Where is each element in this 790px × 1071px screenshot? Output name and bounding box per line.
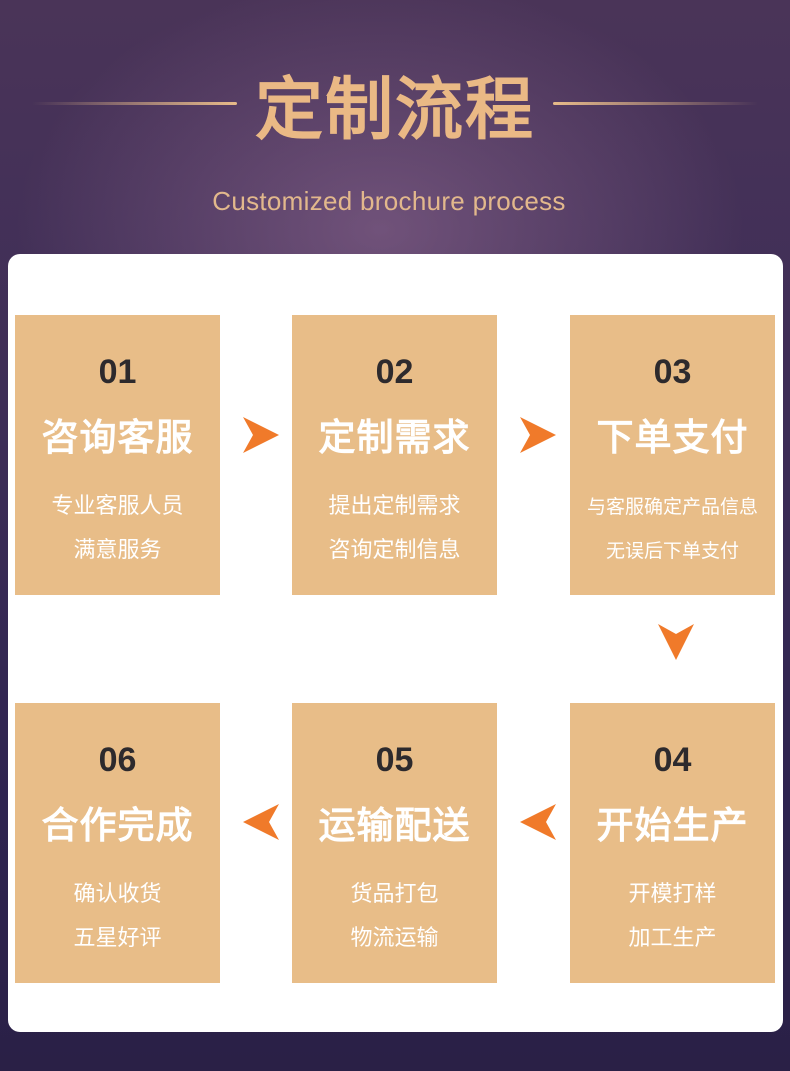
step-title: 下单支付 [596,416,749,459]
step-title: 定制需求 [318,416,471,459]
step-card-03: 03 下单支付 与客服确定产品信息 无误后下单支付 [570,315,775,595]
step-description-line2: 五星好评 [73,926,162,951]
step-description: 货品打包 物流运输 [292,873,497,961]
step-number: 05 [375,741,414,779]
step-title: 合作完成 [41,804,194,847]
step-number: 03 [653,353,692,391]
step-description-line1: 专业客服人员 [51,494,184,519]
step-number: 04 [653,741,692,779]
arrow-left-icon [518,802,558,842]
step-card-02: 02 定制需求 提出定制需求 咨询定制信息 [292,315,497,595]
title-divider-left [31,101,237,105]
step-description-line2: 加工生产 [628,926,717,951]
step-description: 开模打样 加工生产 [570,873,775,961]
arrow-down-icon [656,622,696,662]
step-card-06: 06 合作完成 确认收货 五星好评 [15,703,220,983]
step-description-line1: 确认收货 [73,882,162,907]
step-card-04: 04 开始生产 开模打样 加工生产 [570,703,775,983]
step-description: 与客服确定产品信息 无误后下单支付 [570,485,775,573]
step-description: 提出定制需求 咨询定制信息 [292,485,497,573]
step-title: 开始生产 [596,804,749,847]
step-description-line2: 无误后下单支付 [605,540,739,562]
arrow-left-icon [241,802,281,842]
step-number: 01 [98,353,137,391]
step-card-05: 05 运输配送 货品打包 物流运输 [292,703,497,983]
arrow-right-icon [518,415,558,455]
step-card-01: 01 咨询客服 专业客服人员 满意服务 [15,315,220,595]
step-description-line2: 咨询定制信息 [328,538,461,563]
step-description-line1: 开模打样 [628,882,717,907]
step-description-line1: 提出定制需求 [328,494,461,519]
step-description: 专业客服人员 满意服务 [15,485,220,573]
step-number: 02 [375,353,414,391]
step-number: 06 [98,741,137,779]
page-title: 定制流程 [254,70,535,150]
step-title: 运输配送 [318,804,471,847]
title-divider-right [553,101,758,105]
step-description-line1: 货品打包 [350,882,439,907]
title-row: 定制流程 [0,58,790,150]
step-description: 确认收货 五星好评 [15,873,220,961]
step-description-line2: 满意服务 [73,538,162,563]
step-description-line2: 物流运输 [350,926,439,951]
arrow-right-icon [241,415,281,455]
step-title: 咨询客服 [41,416,194,459]
step-description-line1: 与客服确定产品信息 [586,496,758,518]
page-subtitle: Customized brochure process [212,186,566,216]
